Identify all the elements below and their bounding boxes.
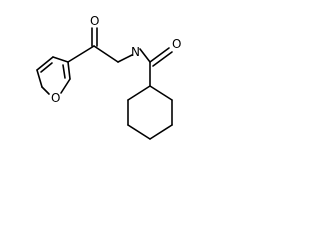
bond-furan-c5-o xyxy=(41,86,50,95)
bond-cyhex-6-1 xyxy=(149,85,173,101)
bond-furan-c2-inner xyxy=(62,64,66,79)
bond-furan-c3-c4-inner xyxy=(40,62,53,73)
bond-furan-c2-c3 xyxy=(52,56,69,63)
bond-furan-carbonyl xyxy=(67,45,95,63)
amide-nitrogen-label: N xyxy=(131,45,140,59)
bond-amide-co-b xyxy=(152,51,173,67)
bond-cyhex-4-5 xyxy=(149,124,173,140)
amide-oxygen-label: O xyxy=(172,37,181,51)
furan-oxygen-label: O xyxy=(51,91,60,105)
bond-furan-o-c2 xyxy=(60,78,71,94)
structure-canvas: O N O O xyxy=(36,14,181,140)
bonds xyxy=(36,27,173,140)
bond-n-amide-c xyxy=(139,48,151,63)
bond-cyhex-1-2 xyxy=(127,85,151,101)
bond-cyhex-3-4 xyxy=(127,124,151,140)
atom-labels: O N O O xyxy=(51,14,181,105)
bond-ch2-n xyxy=(117,54,133,63)
bond-furan-c4-c5 xyxy=(36,69,43,88)
ketone-oxygen-label: O xyxy=(90,14,99,28)
bond-amide-co-a xyxy=(149,47,170,63)
bond-furan-c2-c2b xyxy=(67,61,71,80)
bond-carbonyl-ch2 xyxy=(93,45,119,63)
bond-furan-c3-c4 xyxy=(36,56,54,71)
